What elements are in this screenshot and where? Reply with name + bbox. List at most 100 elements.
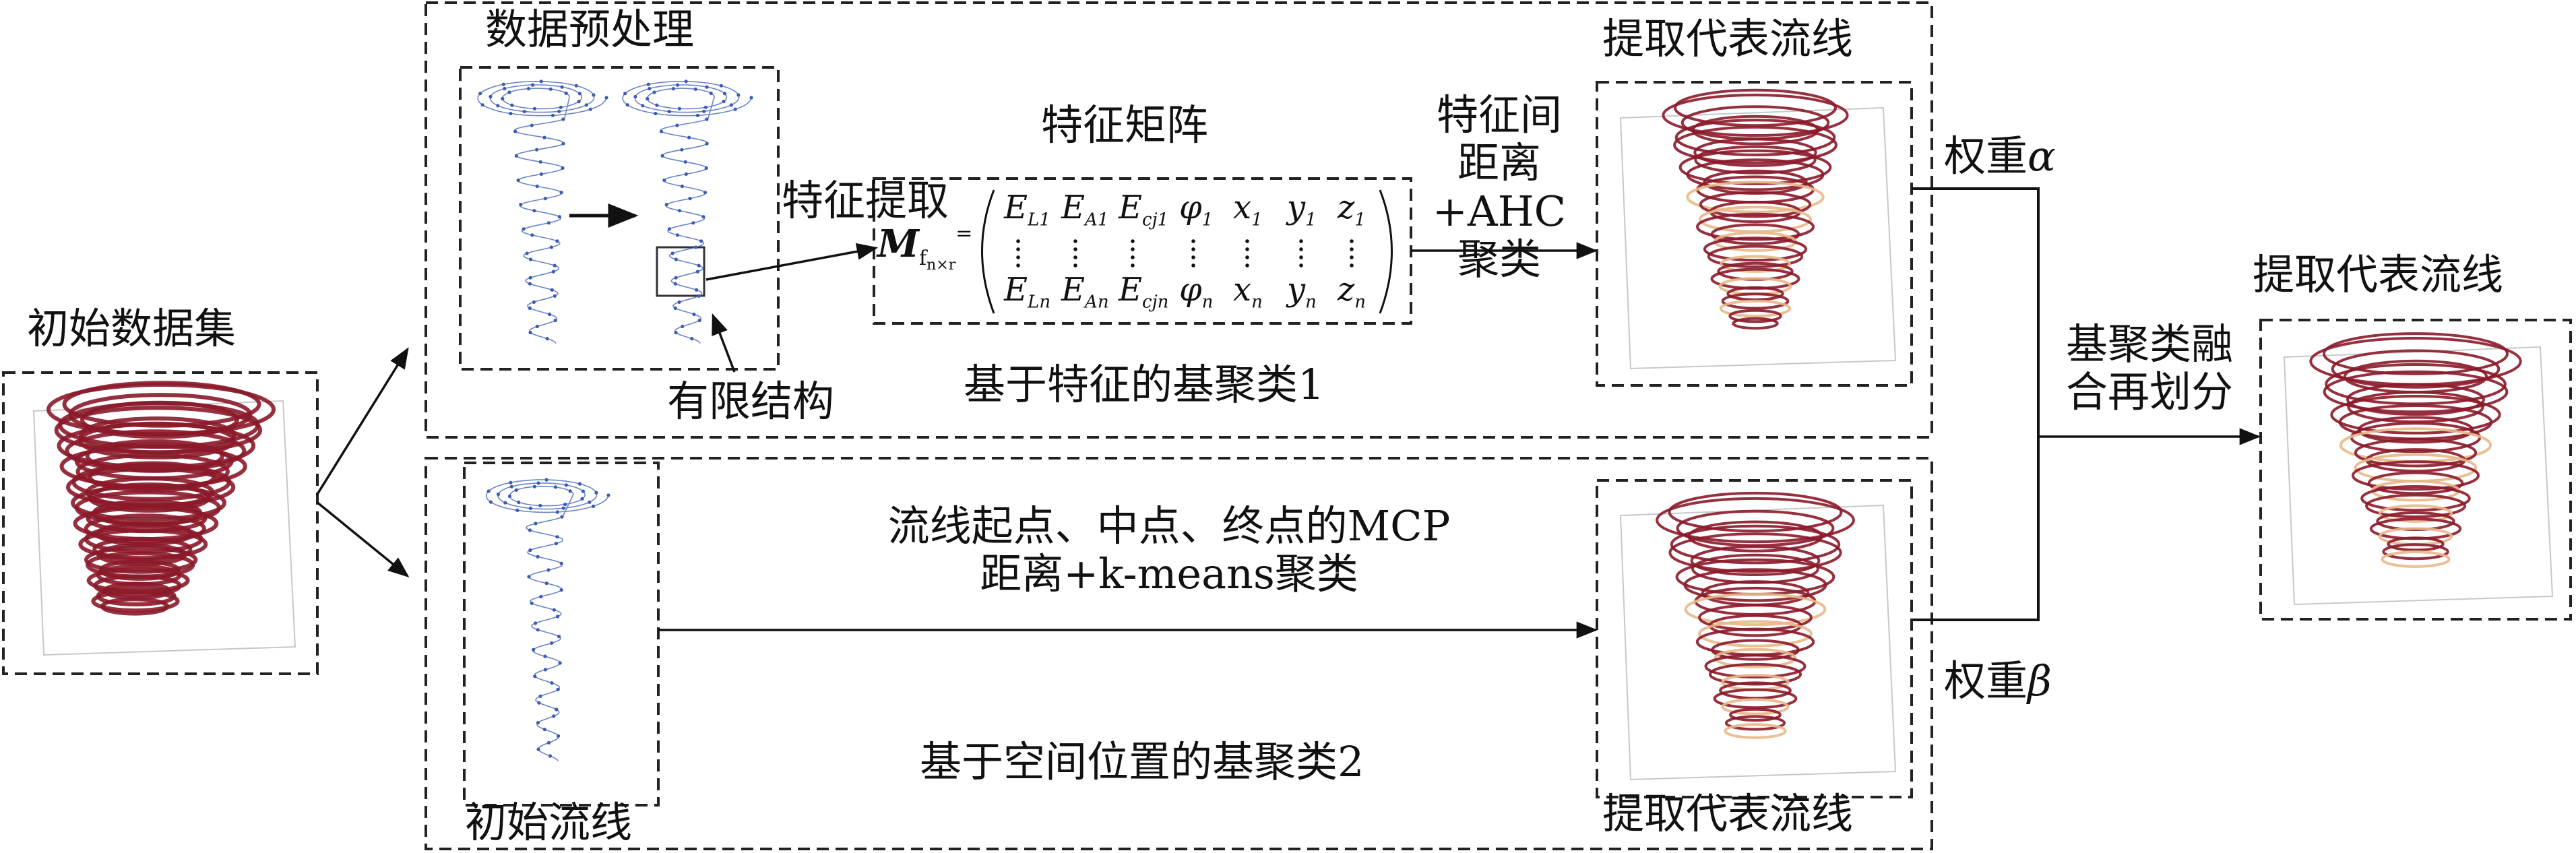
helix-point [688,197,692,201]
helix-point [702,109,706,113]
matrix-dots-column [1016,237,1020,271]
streamline-loop [1714,647,1797,668]
streamline-loop [1687,520,1823,552]
streamline-loop [2325,363,2507,406]
helix-point [722,92,726,96]
matrix-dots-column [1131,237,1135,271]
streamline-loop [2382,543,2449,561]
streamline-loop [2381,550,2451,568]
base-cluster-1-label: 基于特征的基聚类1 [964,360,1325,409]
helix-point [555,510,559,514]
helix-point [539,172,544,176]
helix-point [525,251,529,255]
streamline-loop [2323,332,2509,375]
matrix-left-paren [981,189,995,314]
helix-point [655,103,659,107]
streamline-loop [1729,707,1782,722]
helix-point [691,221,695,225]
helix-point [674,257,679,261]
helix-point [681,324,685,329]
helix-point [557,215,562,219]
helix-point [548,87,553,91]
finite-structure-box [656,246,705,297]
streamline-loop [2347,391,2484,423]
helix-point [553,318,557,323]
matrix-dots-column [1191,237,1195,271]
helix-point [533,674,537,678]
helix-point [514,488,518,493]
extract-top-label: 提取代表流线 [1602,14,1854,63]
helix-point [532,647,536,652]
helix-point [532,106,537,110]
helix-point [551,270,556,274]
streamline-loop [1668,532,1842,573]
matrix-right-paren [1379,189,1393,314]
helix-point [703,191,708,195]
helix-point [577,100,581,104]
streamline-loop [2354,438,2478,468]
streamline-loop [1684,592,1827,627]
streamline-loop [1721,698,1790,716]
helix-point [695,288,699,292]
helix-point [604,96,608,100]
helix-point [662,178,666,183]
feature-cluster-group-box [425,1,1933,439]
helix-point [558,661,562,665]
helix-point [574,84,578,88]
helix-point [592,93,596,97]
helix-point [560,515,564,519]
helix-point [496,493,501,497]
helix-point [513,129,517,133]
streamline-loop [1674,119,1836,156]
helix-point [667,227,672,231]
arrow-finite-structure-pointer [712,313,736,373]
helix-point [606,493,610,497]
helix-point [625,103,629,107]
helix-point [697,294,701,298]
helix-point [705,117,709,121]
helix-point [531,83,535,87]
helix-point [705,85,709,89]
matrix-cell: EL1 [1004,189,1050,230]
helix-point [538,160,542,164]
streamline-loop [1704,654,1807,678]
helix-point [489,94,493,99]
mcp-distance-label: 流线起点、中点、终点的MCP 距离+k-means聚类 [887,501,1451,599]
helix-point [556,614,560,619]
helix-point [554,542,559,546]
helix-point [555,239,559,243]
streamline-loop [1719,299,1792,318]
helix-point [561,141,565,146]
helix-point [539,80,543,84]
helix-point [673,306,677,310]
helix-point [680,148,684,152]
extract-final-label: 提取代表流线 [2253,250,2504,299]
helix-point [480,103,484,107]
helix-line [622,80,752,344]
matrix-dots-column [1299,237,1303,271]
streamline-loop [1732,317,1779,330]
helix-point [561,166,565,170]
helix-point [535,148,539,152]
streamline-loop [1668,491,1843,533]
streamline-loop [2365,493,2466,519]
helix-point [532,209,536,213]
helix-point [509,480,513,484]
helix-point [677,300,681,304]
matrix-cell: y1 [1287,189,1317,230]
streamline-loop [1721,292,1790,310]
finite-structure-label: 有限结构 [667,377,835,426]
helix-point [501,96,505,101]
streamline-loop [91,590,180,613]
streamline-loop [2323,370,2509,414]
helix-point [550,288,554,292]
helix-point [577,482,582,486]
helix-point [703,105,708,109]
matrix-cell: Ecjn [1119,271,1169,313]
helix-point [722,100,726,104]
helix-point [519,203,523,207]
helix-point [577,92,582,96]
helix-point [555,535,559,539]
helix-point [699,239,703,243]
helix-point [503,86,507,91]
